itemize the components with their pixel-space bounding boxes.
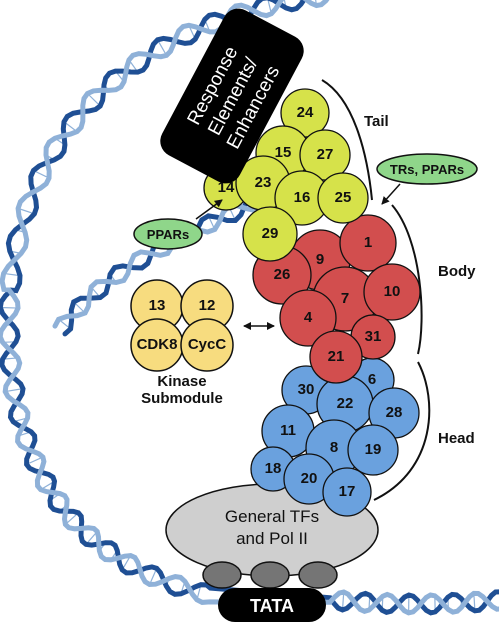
body-subunit-label: 9 [316,251,324,268]
head-subunit-label: 20 [301,470,318,487]
kinase-submodule: 13 12 CDK8 CycC Kinase Submodule [131,280,233,407]
promoter-blob-2 [251,562,289,588]
tail-subunit-label: 27 [317,146,334,163]
tail-subunit-label: 15 [275,144,292,161]
trs-ppars-label: TRs, PPARs [390,162,464,177]
kinase-13-label: 13 [149,297,166,314]
kinase-cdk8-label: CDK8 [137,336,178,353]
kinase-title-line-2: Submodule [141,390,223,407]
body-subunit-label: 7 [341,290,349,307]
gtf-line-1: General TFs [225,507,319,526]
body-label: Body [438,263,476,280]
tail-subunit-label: 25 [335,189,352,206]
body-subunit-label: 31 [365,328,382,345]
head-subunit-label: 18 [265,460,282,477]
head-subunit-label: 19 [365,441,382,458]
kinase-title-line-1: Kinase [157,373,206,390]
head-subunit-label: 6 [368,371,376,388]
trs-ppars-arrow [382,184,400,204]
tail-subunit-label: 16 [294,189,311,206]
tail-subunit-label: 23 [255,174,272,191]
promoter-blob-3 [299,562,337,588]
head-label: Head [438,430,475,447]
gtf-line-2: and Pol II [236,529,308,548]
head-subunit-label: 11 [280,422,296,439]
promoter-blob-1 [203,562,241,588]
body-subunit-label: 1 [364,234,372,251]
body-subunit-label: 21 [328,348,345,365]
tata-label: TATA [250,596,294,616]
head-subunit-label: 30 [298,381,315,398]
tail-label: Tail [364,113,389,130]
body-subunit-label: 4 [304,309,313,326]
body-subunit-label: 10 [384,283,401,300]
dna-rung [158,40,167,56]
body-subunit-label: 26 [274,266,291,283]
head-subunit-label: 17 [339,483,356,500]
head-subunit-label: 22 [337,395,354,412]
head-subunit-label: 8 [330,439,338,456]
tail-subunit-label: 29 [262,225,279,242]
tail-subunit-label: 24 [297,104,314,121]
kinase-12-label: 12 [199,297,216,314]
head-subunit-label: 28 [386,404,403,421]
ppars-label: PPARs [147,227,189,242]
kinase-cycc-label: CycC [188,336,227,353]
